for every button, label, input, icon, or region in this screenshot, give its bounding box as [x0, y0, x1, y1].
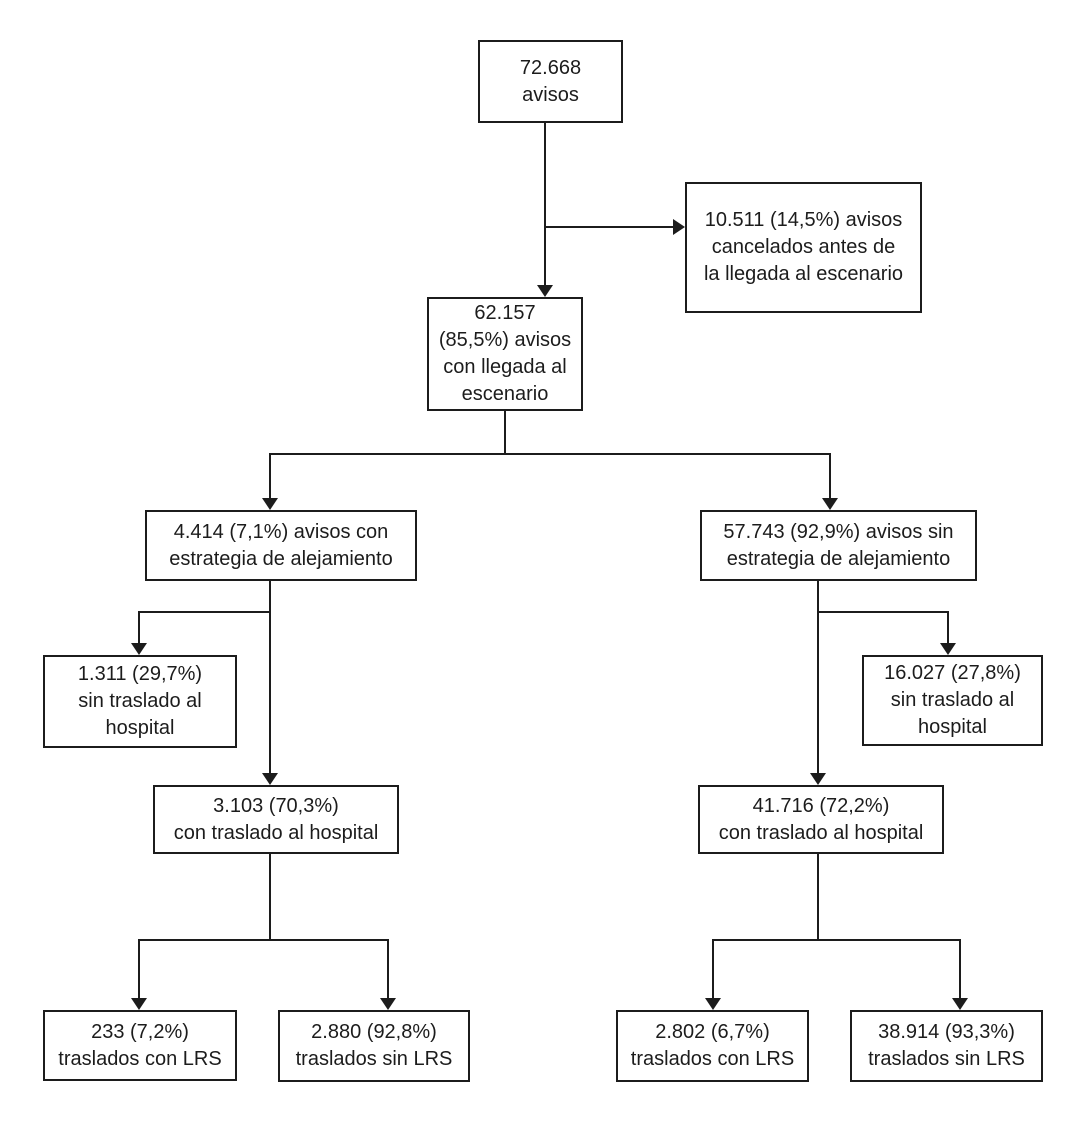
node-sin-estrategia-con-traslado: 41.716 (72,2%) con traslado al hospital — [698, 785, 944, 854]
node-estrategia-con-traslado: 3.103 (70,3%) con traslado al hospital — [153, 785, 399, 854]
connector-to-without-strategy-lrs — [712, 939, 714, 998]
node-text-line: sin traslado al — [78, 690, 202, 712]
node-text-line: avisos — [522, 83, 579, 106]
node-text-line: 57.743 (92,9%) avisos sin — [723, 520, 954, 543]
connector-to-with-strategy-no-transfer — [138, 611, 140, 643]
arrowhead-down-icon — [705, 998, 721, 1010]
node-text-line: 38.914 (93,3%) — [878, 1021, 1015, 1043]
connector-without-transfer-to-split — [817, 854, 819, 941]
arrowhead-down-icon — [952, 998, 968, 1010]
node-text-line: la llegada al escenario — [703, 263, 904, 285]
connector-arrived-to-split — [504, 411, 506, 455]
connector-with-strategy-branch — [138, 611, 271, 613]
connector-without-transfer-lrs-split — [712, 939, 961, 941]
node-text-line: 4.414 (7,1%) avisos con — [173, 520, 389, 543]
node-text-line: 2.802 (6,7%) — [655, 1021, 770, 1043]
node-estrategia-traslados-sin-lrs: 2.880 (92,8%) traslados sin LRS — [278, 1010, 470, 1082]
node-text-line: escenario — [461, 383, 549, 405]
connector-with-strategy-to-transfer — [269, 581, 271, 773]
connector-without-strategy-to-transfer — [817, 581, 819, 773]
arrowhead-down-icon — [131, 643, 147, 655]
node-text-line: con llegada al — [443, 356, 567, 378]
node-text-line: 1.311 (29,7%) — [77, 663, 203, 685]
arrowhead-down-icon — [262, 773, 278, 785]
node-estrategia-traslados-con-lrs: 233 (7,2%) traslados con LRS — [43, 1010, 237, 1081]
node-text-line: 10.511 (14,5%) avisos — [704, 209, 903, 231]
node-sin-estrategia-traslados-con-lrs: 2.802 (6,7%) traslados con LRS — [616, 1010, 809, 1082]
node-text-line: 2.880 (92,8%) — [311, 1021, 437, 1043]
connector-to-without-strategy-no-transfer — [947, 611, 949, 643]
node-text-line: 233 (7,2%) — [91, 1020, 189, 1043]
connector-without-strategy-branch — [817, 611, 949, 613]
connector-to-without-strategy-no-lrs — [959, 939, 961, 998]
node-text-line: hospital — [105, 717, 175, 739]
node-text-line: traslados con LRS — [630, 1048, 795, 1070]
node-text-line: cancelados antes de — [711, 236, 896, 258]
connector-split-strategy — [269, 453, 831, 455]
arrowhead-down-icon — [262, 498, 278, 510]
connector-split-to-without-strategy — [829, 453, 831, 498]
arrowhead-down-icon — [537, 285, 553, 297]
node-text-line: traslados con LRS — [58, 1047, 222, 1070]
arrowhead-right-icon — [673, 219, 685, 235]
node-sin-estrategia-traslados-sin-lrs: 38.914 (93,3%) traslados sin LRS — [850, 1010, 1043, 1082]
connector-to-with-strategy-lrs — [138, 939, 140, 998]
connector-split-to-with-strategy — [269, 453, 271, 498]
arrowhead-down-icon — [810, 773, 826, 785]
node-text-line: sin traslado al — [890, 689, 1015, 711]
node-text-line: traslados sin LRS — [868, 1048, 1025, 1070]
node-text-line: 3.103 (70,3%) — [213, 794, 339, 817]
node-text-line: estrategia de alejamiento — [169, 547, 393, 570]
connector-total-to-arrived — [544, 123, 546, 286]
connector-with-transfer-to-split — [269, 854, 271, 941]
node-avisos-con-llegada: 62.157 (85,5%) avisos con llegada al esc… — [427, 297, 583, 411]
node-text-line: estrategia de alejamiento — [726, 547, 951, 570]
connector-to-with-strategy-no-lrs — [387, 939, 389, 998]
node-text-line: con traslado al hospital — [718, 821, 924, 844]
connector-total-to-cancelled — [544, 226, 673, 228]
arrowhead-down-icon — [940, 643, 956, 655]
arrowhead-down-icon — [822, 498, 838, 510]
arrowhead-down-icon — [380, 998, 396, 1010]
connector-with-transfer-lrs-split — [138, 939, 389, 941]
node-text-line: con traslado al hospital — [173, 821, 379, 844]
arrowhead-down-icon — [131, 998, 147, 1010]
node-total-avisos: 72.668 avisos — [478, 40, 623, 123]
node-text-line: 72.668 — [519, 56, 582, 79]
node-avisos-cancelados: 10.511 (14,5%) avisos cancelados antes d… — [685, 182, 922, 313]
node-text-line: 16.027 (27,8%) — [884, 662, 1021, 684]
node-text-line: 41.716 (72,2%) — [752, 794, 890, 817]
node-text-line: traslados sin LRS — [295, 1048, 453, 1070]
node-con-estrategia-alejamiento: 4.414 (7,1%) avisos con estrategia de al… — [145, 510, 417, 581]
node-text-line: 62.157 — [474, 302, 536, 324]
node-text-line: hospital — [918, 716, 987, 738]
node-sin-estrategia-alejamiento: 57.743 (92,9%) avisos sin estrategia de … — [700, 510, 977, 581]
node-text-line: (85,5%) avisos — [438, 329, 572, 351]
node-sin-estrategia-sin-traslado: 16.027 (27,8%) sin traslado al hospital — [862, 655, 1043, 746]
node-estrategia-sin-traslado: 1.311 (29,7%) sin traslado al hospital — [43, 655, 237, 748]
